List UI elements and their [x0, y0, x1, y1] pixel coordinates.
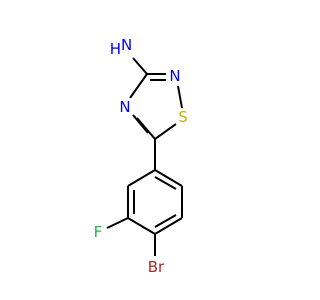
amine-label: HN: [110, 36, 133, 58]
bond-c4p-c5p: [154, 217, 183, 235]
atom-labels: HN N S N F Br: [94, 36, 188, 276]
bond-c6p-c1p: [154, 169, 183, 187]
bond-n2-s1: [177, 85, 183, 109]
bromine-label: Br: [148, 258, 165, 276]
bond-c1p-c2p: [127, 169, 156, 187]
bonds: [106, 57, 183, 256]
bond-c5-n4: [136, 117, 156, 140]
ring-nitrogen-4-label: N: [119, 98, 130, 116]
bond-c6p-c1p-inner: [154, 176, 177, 190]
molecule-structure: HN N S N F Br: [94, 36, 188, 276]
bond-c3p-c4p: [127, 217, 156, 235]
amine-h-label: H: [110, 40, 121, 58]
ring-sulfur-label: S: [178, 108, 188, 126]
bond-nh2-c3: [132, 57, 148, 75]
fluorine-label: F: [94, 223, 103, 241]
bond-n4-c3: [129, 73, 148, 99]
amine-n-label: N: [121, 36, 132, 54]
bond-s1-c5: [154, 123, 177, 140]
bond-c3p-f: [106, 217, 129, 229]
ring-nitrogen-2-label: N: [169, 67, 180, 85]
bond-c4p-c5p-inner: [154, 214, 177, 228]
bond-c5-n4-second: [132, 114, 149, 134]
